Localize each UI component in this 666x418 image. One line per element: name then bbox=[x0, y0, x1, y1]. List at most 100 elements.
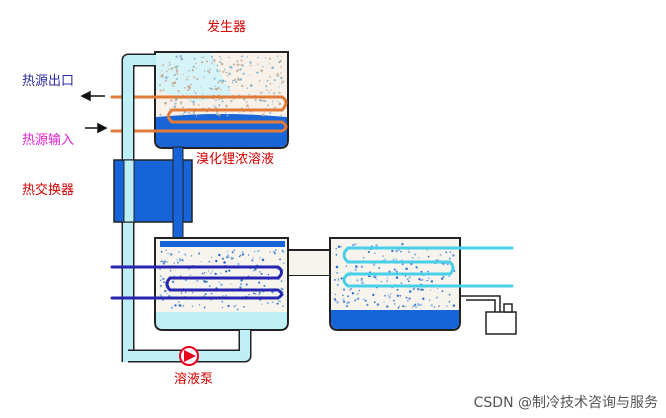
speckle-dot bbox=[192, 112, 195, 115]
speckle-dot bbox=[224, 80, 227, 82]
speckle-dot bbox=[261, 258, 265, 262]
speckle-dot bbox=[261, 113, 264, 117]
speckle-dot bbox=[441, 277, 444, 280]
speckle-dot bbox=[395, 270, 397, 272]
speckle-dot bbox=[221, 257, 225, 260]
speckle-dot bbox=[273, 251, 277, 255]
speckle-dot bbox=[196, 77, 199, 81]
speckle-dot bbox=[336, 301, 339, 304]
speckle-dot bbox=[173, 81, 177, 84]
speckle-dot bbox=[248, 93, 250, 96]
speckle-dot bbox=[354, 268, 357, 272]
speckle-dot bbox=[246, 104, 249, 108]
speckle-dot bbox=[221, 300, 224, 303]
watermark: CSDN @制冷技术咨询与服务 bbox=[473, 395, 658, 411]
solution-pump-label: 溶液泵 bbox=[174, 372, 214, 387]
speckle-dot bbox=[170, 67, 174, 70]
speckle-dot bbox=[345, 265, 348, 267]
speckle-dot bbox=[356, 279, 359, 282]
speckle-dot bbox=[276, 72, 279, 76]
speckle-dot bbox=[245, 283, 248, 286]
speckle-dot bbox=[175, 68, 178, 71]
speckle-dot bbox=[402, 305, 405, 308]
speckle-dot bbox=[233, 249, 236, 251]
speckle-dot bbox=[268, 57, 271, 60]
speckle-dot bbox=[221, 100, 224, 103]
speckle-dot bbox=[348, 289, 351, 291]
speckle-dot bbox=[215, 99, 217, 102]
speckle-dot bbox=[391, 249, 394, 253]
speckle-dot bbox=[175, 98, 178, 101]
speckle-dot bbox=[417, 287, 420, 291]
speckle-dot bbox=[363, 298, 365, 300]
speckle-dot bbox=[218, 253, 221, 257]
speckle-dot bbox=[364, 299, 367, 302]
speckle-dot bbox=[237, 78, 240, 81]
speckle-dot bbox=[250, 111, 252, 113]
speckle-dot bbox=[411, 307, 414, 309]
speckle-dot bbox=[347, 295, 349, 298]
speckle-dot bbox=[227, 75, 229, 77]
speckle-dot bbox=[219, 55, 221, 58]
trap-icon bbox=[485, 303, 517, 335]
speckle-dot bbox=[219, 61, 222, 64]
speckle-dot bbox=[239, 283, 243, 286]
speckle-dot bbox=[259, 271, 261, 273]
speckle-dot bbox=[215, 259, 218, 263]
speckle-dot bbox=[160, 260, 162, 263]
speckle-dot bbox=[212, 59, 214, 61]
speckle-dot bbox=[214, 85, 216, 88]
speckle-dot bbox=[273, 106, 277, 109]
speckle-dot bbox=[220, 62, 224, 66]
speckle-dot bbox=[226, 254, 230, 257]
speckle-dot bbox=[269, 112, 271, 114]
speckle-dot bbox=[161, 70, 163, 72]
speckle-dot bbox=[393, 299, 395, 302]
speckle-dot bbox=[243, 98, 246, 101]
speckle-dot bbox=[266, 301, 269, 305]
speckle-dot bbox=[350, 288, 352, 290]
speckle-dot bbox=[257, 249, 260, 253]
speckle-dot bbox=[405, 267, 408, 271]
speckle-dot bbox=[205, 280, 208, 283]
speckle-dot bbox=[198, 304, 201, 306]
speckle-dot bbox=[388, 296, 391, 299]
speckle-dot bbox=[279, 92, 281, 95]
speckle-dot bbox=[336, 272, 339, 274]
speckle-dot bbox=[251, 259, 254, 262]
speckle-dot bbox=[448, 275, 451, 278]
speckle-dot bbox=[400, 282, 403, 284]
speckle-dot bbox=[220, 88, 222, 91]
speckle-dot bbox=[378, 267, 381, 269]
speckle-dot bbox=[176, 261, 179, 264]
speckle-dot bbox=[417, 303, 420, 307]
speckle-dot bbox=[232, 63, 235, 66]
speckle-dot bbox=[161, 73, 164, 76]
speckle-dot bbox=[249, 61, 252, 64]
speckle-dot bbox=[160, 75, 163, 78]
speckle-dot bbox=[192, 65, 195, 68]
speckle-dot bbox=[279, 300, 281, 302]
speckle-dot bbox=[180, 57, 182, 59]
speckle-dot bbox=[242, 72, 245, 75]
speckle-dot bbox=[367, 250, 370, 253]
speckle-dot bbox=[263, 284, 266, 287]
speckle-dot bbox=[445, 305, 448, 308]
speckle-dot bbox=[276, 74, 279, 77]
speckle-dot bbox=[422, 279, 424, 281]
speckle-dot bbox=[213, 77, 216, 80]
speckle-dot bbox=[169, 63, 171, 66]
speckle-dot bbox=[196, 67, 198, 69]
speckle-dot bbox=[180, 114, 183, 117]
speckle-dot bbox=[427, 255, 430, 258]
speckle-dot bbox=[213, 105, 216, 108]
speckle-dot bbox=[250, 84, 253, 87]
speckle-dot bbox=[280, 76, 283, 80]
speckle-dot bbox=[356, 293, 359, 296]
speckle-dot bbox=[198, 252, 201, 255]
speckle-dot bbox=[262, 65, 264, 68]
speckle-dot bbox=[449, 251, 451, 253]
speckle-dot bbox=[257, 63, 259, 65]
speckle-dot bbox=[406, 278, 409, 281]
speckle-dot bbox=[200, 85, 202, 88]
